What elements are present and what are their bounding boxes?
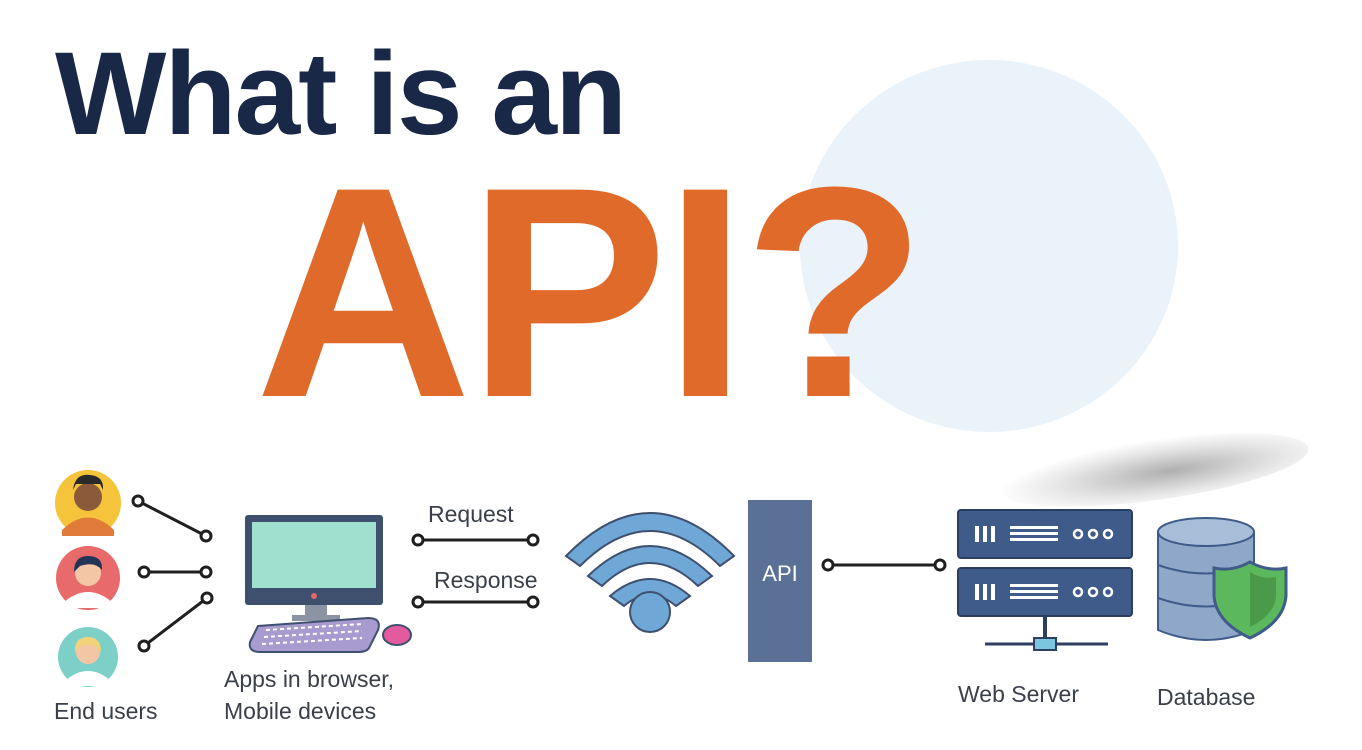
server-icon (957, 509, 1133, 651)
api-box (748, 500, 812, 662)
user-avatar-icon-3 (58, 627, 118, 687)
api-server-connector (821, 558, 947, 572)
request-response-lines (411, 533, 540, 609)
user-avatar-icon-1 (55, 470, 121, 536)
keyboard-icon (248, 616, 380, 653)
user-connectors (131, 494, 214, 653)
title-api: API? (255, 124, 926, 460)
database-label: Database (1157, 684, 1256, 710)
end-users-label: End users (54, 698, 158, 724)
request-label: Request (428, 501, 514, 527)
apps-label-line2: Mobile devices (224, 698, 377, 724)
title-what-is-an: What is an (55, 28, 627, 160)
user-avatar-icon-2 (56, 546, 120, 610)
mouse-icon (382, 624, 412, 646)
computer-icon (245, 515, 383, 621)
response-label: Response (434, 567, 538, 593)
shield-icon (1212, 560, 1288, 640)
api-label: API (762, 561, 798, 586)
web-server-label: Web Server (958, 681, 1080, 707)
background-circle (800, 60, 1178, 432)
wifi-icon (564, 512, 736, 633)
apps-label-line1: Apps in browser, (224, 666, 395, 692)
